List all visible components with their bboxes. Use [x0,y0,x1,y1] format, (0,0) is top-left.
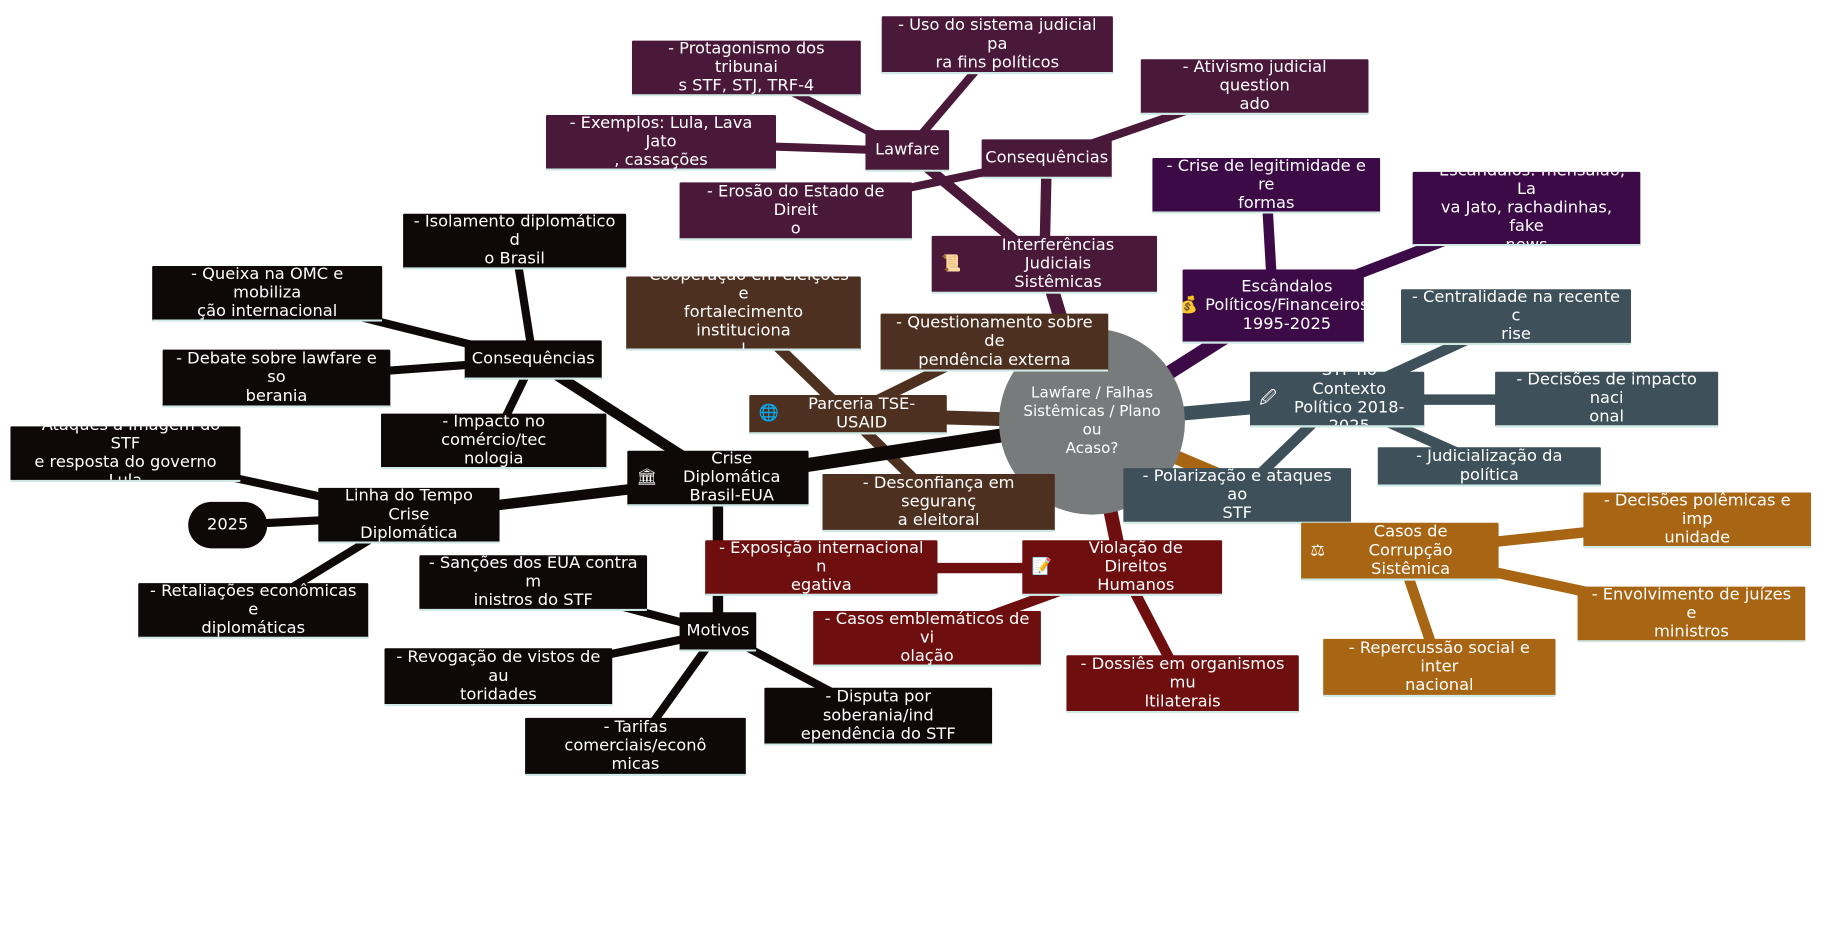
topic-icon: 🖉 [1259,389,1277,408]
topic-stf-ce[interactable]: - Centralidade na recente c rise [1401,289,1632,346]
topic-label: - Sanções dos EUA contra m inistros do S… [428,555,638,610]
topic-label: - Decisões polêmicas e imp unidade [1603,492,1791,548]
topic-p-desc[interactable]: - Desconfiança em seguranç a eleitoral [822,473,1055,533]
topic-label: - Impacto no comércio/tec nologia [441,413,547,469]
topic-label: STF no Contexto Político 2018-2025 [1294,372,1405,428]
topic-label: - Erosão do Estado de Direit o [707,182,885,239]
topic-casos[interactable]: ⚖ Casos de Corrupção Sistêmica [1301,522,1499,581]
topic-c2-imp[interactable]: - Impacto no comércio/tec nologia [381,413,607,470]
topic-label: - Desconfiança em seguranç a eleitoral [862,473,1015,530]
topic-label: Casos de Corrupção Sistêmica [1368,522,1453,579]
topic-label: - Judicialização da política [1416,447,1563,485]
topic-v-cas[interactable]: - Casos emblemáticos de vi olação [813,611,1041,667]
topic-label: - Uso do sistema judicial pa ra fins pol… [898,16,1097,73]
topic-m-tar[interactable]: - Tarifas comerciais/econô micas [525,717,746,777]
topic-m-dis[interactable]: - Disputa por soberania/ind ependência d… [764,687,993,746]
topic-ca-rep[interactable]: - Repercussão social e inter nacional [1323,638,1556,698]
topic-esc-es[interactable]: - Escândalos: mensalão, La va Jato, rach… [1412,171,1641,247]
topic-viol[interactable]: 📝 Violação de Direitos Humanos [1022,540,1223,596]
topic-lawfare[interactable]: Lawfare [865,130,950,172]
topic-v-exp[interactable]: - Exposição internacional n egativa [705,540,938,596]
topic-v-dos[interactable]: - Dossiês em organismos mu ltilaterais [1066,655,1299,714]
topic-stf-po[interactable]: - Polarização e ataques ao STF [1123,468,1352,524]
topic-label: Interferências Judiciais Sistêmicas [1001,235,1115,292]
topic-c1-er[interactable]: - Erosão do Estado de Direit o [679,182,912,241]
topic-label: - Exposição internacional n egativa [719,540,924,595]
topic-label: - Debate sobre lawfare e so berania [176,349,377,406]
topic-l-ret[interactable]: - Retaliações econômicas e diplomáticas [138,583,369,639]
topic-mot[interactable]: Motivos [679,612,757,652]
topic-c2-deb[interactable]: - Debate sobre lawfare e so berania [162,349,391,408]
topic-label: - Retaliações econômicas e diplomáticas [150,583,357,638]
topic-cons2[interactable]: Consequências [464,340,602,380]
topic-c2-iso[interactable]: - Isolamento diplomático d o Brasil [403,213,627,270]
topic-label: - Revogação de vistos de au toridades [396,648,601,704]
topic-m-san[interactable]: - Sanções dos EUA contra m inistros do S… [419,555,648,612]
topic-label: - Protagonismo dos tribunai s STF, STJ, … [668,40,825,96]
topic-label: Lawfare [875,140,940,160]
topic-stf-de[interactable]: - Decisões de impacto naci onal [1495,371,1719,428]
topic-ca-env[interactable]: - Envolvimento de juízes e ministros [1577,586,1806,643]
topic-label: - Queixa na OMC e mobiliza ção internaci… [191,266,344,321]
topic-p-coop[interactable]: - Cooperação em eleições e fortaleciment… [626,276,861,351]
topic-l-2025[interactable]: 2025 [188,501,268,549]
topic-p-ques[interactable]: - Questionamento sobre de pendência exte… [880,313,1109,372]
topic-ca-dec[interactable]: - Decisões polêmicas e imp unidade [1583,492,1812,549]
topic-label: - Repercussão social e inter nacional [1348,638,1530,695]
topic-icon: 🏛 [636,468,658,487]
topic-lf-prot[interactable]: - Protagonismo dos tribunai s STF, STJ, … [631,40,861,97]
topic-label: - Ataques à imagem do STF e resposta do … [31,426,221,483]
topic-label: - Polarização e ataques ao STF [1142,468,1332,523]
topic-label: Violação de Direitos Humanos [1088,540,1183,595]
topic-label: - Casos emblemáticos de vi olação [824,611,1030,666]
topic-icon: 📝 [1031,557,1052,577]
topic-interf[interactable]: 📜 Interferências Judiciais Sistêmicas [931,235,1158,294]
topic-parc[interactable]: 🌐 Parceria TSE-USAID [749,394,947,435]
topic-label: - Ativismo judicial question ado [1182,59,1327,114]
topic-esc-cr[interactable]: - Crise de legitimidade e re formas [1152,157,1381,214]
topic-label: - Tarifas comerciais/econô micas [564,717,707,774]
topic-label: Linha do Tempo Crise Diplomática [344,487,473,543]
topic-icon: 🌐 [758,404,779,423]
topic-label: - Escândalos: mensalão, La va Jato, rach… [1428,172,1625,247]
topic-label: Motivos [686,621,750,641]
topic-label: Crise Diplomática Brasil-EUA [683,450,781,506]
topic-lf-uso[interactable]: - Uso do sistema judicial pa ra fins pol… [881,16,1113,75]
topic-stf-ju[interactable]: - Judicialização da política [1377,447,1601,487]
topic-icon: 📜 [940,254,962,273]
topic-lf-ex[interactable]: - Exemplos: Lula, Lava Jato , cassações [545,115,777,171]
topic-label: - Exemplos: Lula, Lava Jato , cassações [569,115,753,170]
topic-label: - Isolamento diplomático d o Brasil [413,213,616,269]
topic-label: - Dossiês em organismos mu ltilaterais [1080,655,1285,711]
topic-c1-at[interactable]: - Ativismo judicial question ado [1140,59,1369,116]
topic-l-at[interactable]: - Ataques à imagem do STF e resposta do … [10,426,241,483]
topic-icon: 💰 [1183,296,1199,315]
topic-label: Consequências [471,349,595,369]
topic-c2-omc[interactable]: - Queixa na OMC e mobiliza ção internaci… [152,266,383,322]
topic-label: - Envolvimento de juízes e ministros [1591,586,1792,642]
topic-label: - Crise de legitimidade e re formas [1166,157,1366,213]
topic-m-rev[interactable]: - Revogação de vistos de au toridades [384,648,613,707]
topic-label: Escândalos Políticos/Financeiros 1995-20… [1205,277,1364,334]
topic-crise[interactable]: 🏛 Crise Diplomática Brasil-EUA [627,450,809,507]
topic-linha[interactable]: Linha do Tempo Crise Diplomática [318,487,500,544]
topic-label: - Cooperação em eleições e fortaleciment… [638,276,849,351]
topic-stf[interactable]: 🖉 STF no Contexto Político 2018-2025 [1249,371,1425,428]
topic-label: - Questionamento sobre de pendência exte… [896,313,1093,370]
topic-label: - Disputa por soberania/ind ependência d… [800,687,956,744]
topic-label: - Decisões de impacto naci onal [1516,371,1697,427]
topic-cons1[interactable]: Consequências [981,139,1112,179]
topic-label: Parceria TSE-USAID [808,394,916,433]
topic-label: 2025 [206,515,249,535]
topic-label: Consequências [985,148,1109,168]
topic-icon: ⚖ [1310,541,1325,560]
topic-esc[interactable]: 💰 Escândalos Políticos/Financeiros 1995-2… [1182,269,1364,344]
topic-label: - Centralidade na recente c rise [1412,289,1621,344]
